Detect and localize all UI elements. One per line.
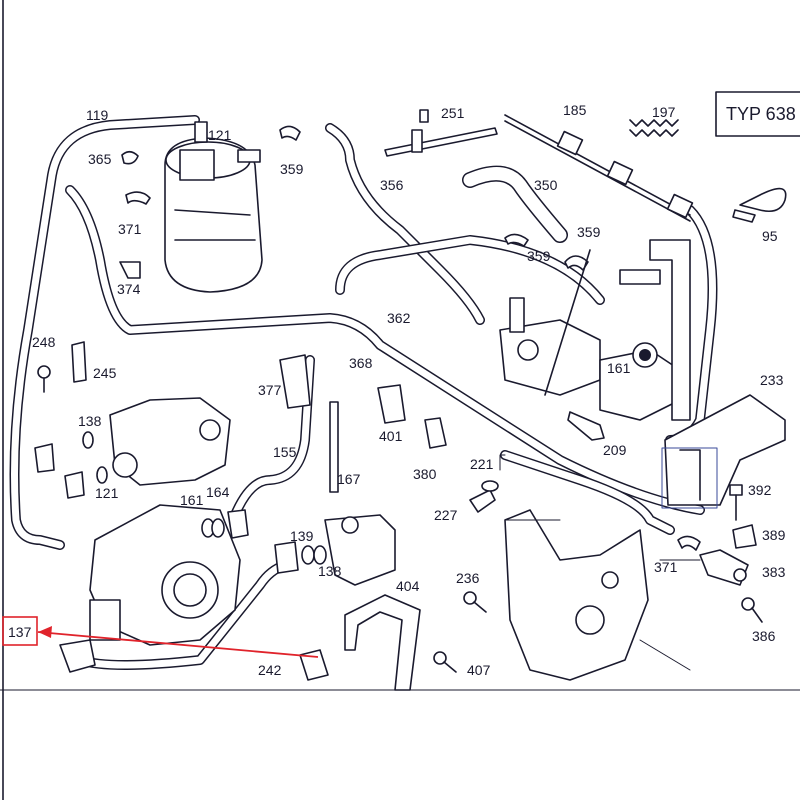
callout-137: 137	[8, 624, 32, 640]
callout-labels: 119 121 251 185 197 365 359 356 350 371 …	[8, 102, 786, 678]
fuel-line-362	[65, 185, 705, 515]
callout-185: 185	[563, 102, 587, 118]
callout-138b: 138	[318, 563, 342, 579]
callout-371a: 371	[118, 221, 142, 237]
leader-lines	[499, 454, 701, 671]
highlight-arrow	[37, 626, 319, 658]
callout-155: 155	[273, 444, 297, 460]
seals-139-138	[274, 541, 327, 574]
bolt-407	[433, 651, 457, 673]
coupling-138b	[324, 514, 396, 586]
fuel-line-356	[325, 123, 485, 325]
clamp-371b	[677, 535, 701, 551]
callout-362: 362	[387, 310, 411, 326]
fuel-line-lower-right	[500, 450, 675, 535]
callout-251: 251	[441, 105, 465, 121]
seal-138a	[82, 431, 94, 449]
hose-350	[462, 165, 568, 243]
clamp-365	[121, 150, 139, 165]
pump-housing	[109, 397, 231, 486]
clip-245	[71, 341, 87, 383]
fuel-line-return	[335, 235, 605, 305]
callout-374: 374	[117, 281, 141, 297]
callout-248: 248	[32, 334, 56, 350]
callout-227: 227	[434, 507, 458, 523]
callout-209: 209	[603, 442, 627, 458]
callout-386: 386	[752, 628, 776, 644]
callout-359c: 359	[527, 248, 551, 264]
type-label: TYP 638	[726, 104, 796, 124]
clamp-389	[732, 524, 757, 549]
callout-167: 167	[337, 471, 361, 487]
callout-407: 407	[467, 662, 491, 678]
bracket-383	[699, 549, 749, 586]
seal-121b	[96, 466, 108, 484]
callout-95: 95	[762, 228, 778, 244]
fuel-filter	[164, 121, 263, 293]
bolt-386	[741, 597, 763, 623]
bracket-233	[661, 394, 786, 509]
callout-121a: 121	[208, 127, 232, 143]
callout-138a: 138	[78, 413, 102, 429]
clamp-359b	[504, 233, 529, 247]
callout-197: 197	[652, 104, 676, 120]
callout-359a: 359	[280, 161, 304, 177]
clip-380	[424, 417, 447, 449]
callout-383: 383	[762, 564, 786, 580]
mount-bracket	[504, 509, 649, 681]
callout-356: 356	[380, 177, 404, 193]
bolt-236	[463, 591, 487, 613]
callout-389: 389	[762, 527, 786, 543]
clamp-371	[125, 191, 151, 205]
callout-121b: 121	[95, 485, 119, 501]
bolt-248	[37, 365, 51, 393]
callout-368: 368	[349, 355, 373, 371]
bracket-404	[344, 594, 421, 691]
banjo-fitting-left	[34, 443, 55, 473]
callout-139: 139	[290, 528, 314, 544]
clip-401	[377, 384, 406, 424]
callout-377: 377	[258, 382, 282, 398]
callout-245: 245	[93, 365, 117, 381]
bolt-392	[729, 484, 743, 521]
callout-359b: 359	[577, 224, 601, 240]
callout-119: 119	[86, 107, 109, 123]
pipe-167	[329, 401, 339, 493]
callout-161b: 161	[180, 492, 204, 508]
fuel-line-lower	[75, 560, 290, 670]
callout-371b: 371	[654, 559, 678, 575]
callout-236: 236	[456, 570, 480, 586]
fitting-185	[504, 114, 694, 222]
fuel-line-155	[230, 355, 315, 520]
callout-401: 401	[379, 428, 403, 444]
callout-233: 233	[760, 372, 784, 388]
callout-365: 365	[88, 151, 112, 167]
callout-404: 404	[396, 578, 420, 594]
type-label-box: TYP 638	[715, 91, 800, 137]
clip-242	[299, 649, 329, 681]
callout-242: 242	[258, 662, 282, 678]
pipe-209	[544, 249, 605, 441]
callout-164: 164	[206, 484, 230, 500]
callout-161a: 161	[607, 360, 631, 376]
callout-221: 221	[470, 456, 494, 472]
callout-392: 392	[748, 482, 772, 498]
clamp-359a	[279, 125, 301, 141]
filter-housing	[499, 239, 691, 421]
clip-374	[119, 261, 141, 279]
fitting-251	[384, 109, 498, 157]
injection-pump	[59, 504, 241, 673]
callout-380: 380	[413, 466, 437, 482]
seals-161-164	[201, 509, 249, 539]
bolt-227	[469, 480, 499, 513]
banjo-fitting-121b	[64, 471, 85, 499]
clip-377	[279, 354, 311, 409]
callout-137-highlight	[2, 616, 38, 646]
callout-350: 350	[534, 177, 558, 193]
fuel-line-119	[9, 115, 200, 550]
spring-197	[629, 119, 679, 137]
cable-tie-95	[732, 187, 787, 223]
